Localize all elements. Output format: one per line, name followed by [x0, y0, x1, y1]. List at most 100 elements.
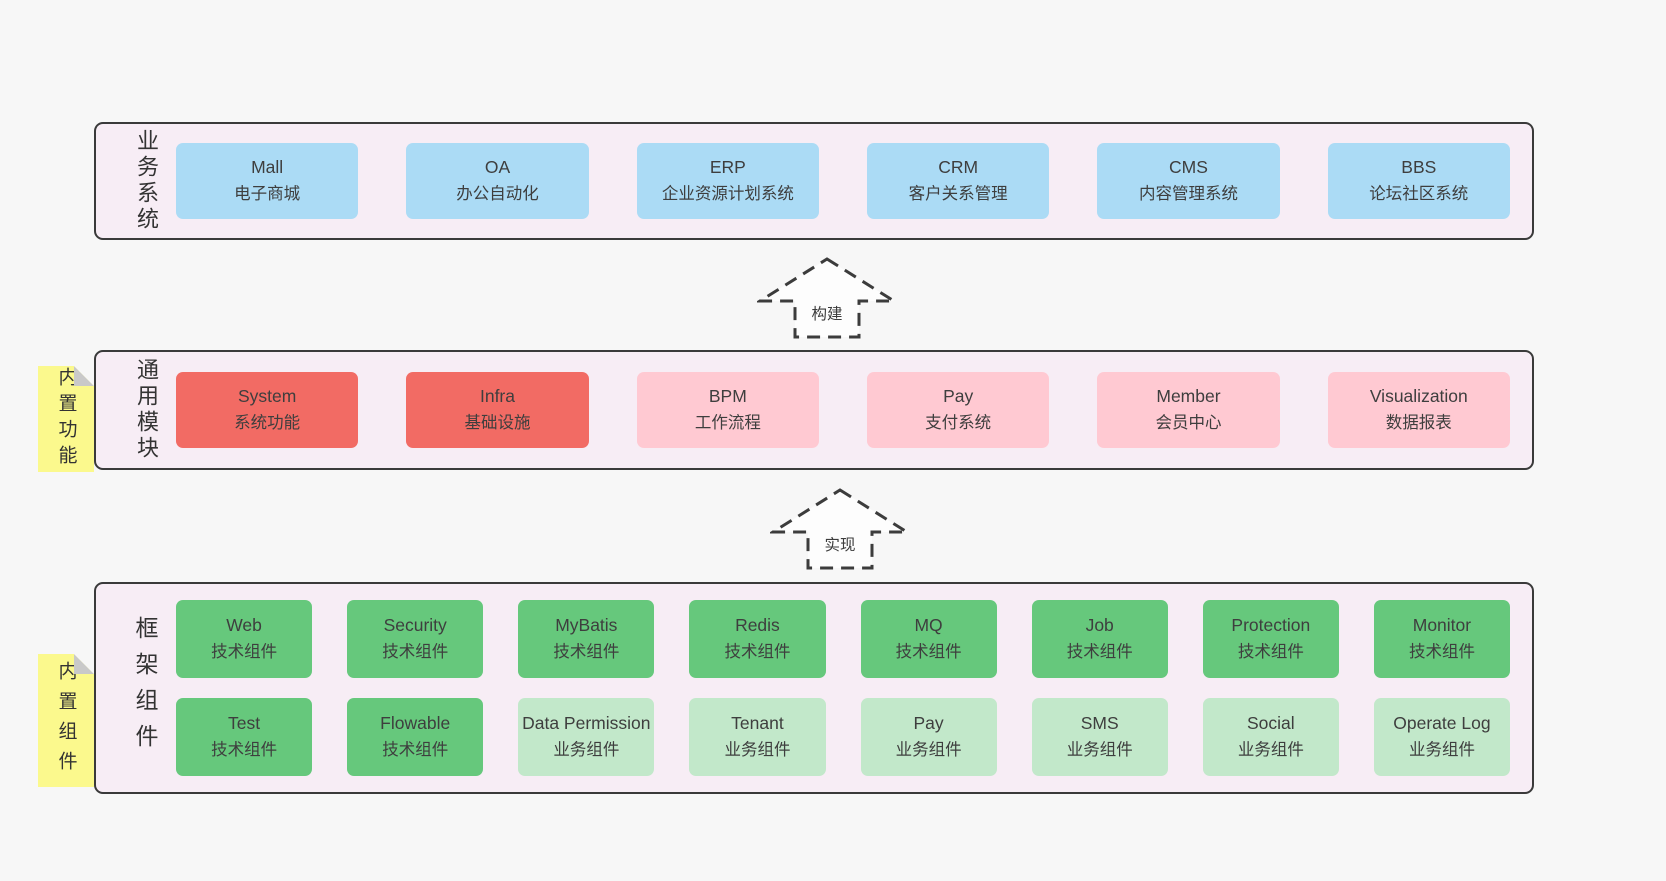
box-redis: Redis 技术组件 [689, 600, 826, 678]
framework-components-row-1: Web 技术组件 Security 技术组件 MyBatis 技术组件 Redi… [176, 600, 1510, 678]
box-erp-title: ERP [709, 156, 746, 177]
box-pay-component-title: Pay [913, 712, 944, 733]
layer-common-modules: 通用模块 System 系统功能 Infra 基础设施 BPM 工作流程 Pay… [94, 350, 1534, 470]
box-mybatis: MyBatis 技术组件 [518, 600, 655, 678]
box-bpm-title: BPM [708, 385, 747, 406]
box-protection: Protection 技术组件 [1202, 600, 1339, 678]
box-web-desc: 技术组件 [211, 643, 278, 662]
box-visualization: Visualization 数据报表 [1327, 372, 1510, 448]
box-tenant-title: Tenant [731, 712, 784, 733]
box-oa: OA 办公自动化 [406, 143, 589, 219]
box-mall: Mall 电子商城 [176, 143, 359, 219]
box-mq-title: MQ [914, 614, 943, 635]
box-sms-desc: 业务组件 [1066, 741, 1133, 760]
box-operate-log-desc: 业务组件 [1408, 741, 1475, 760]
box-crm-desc: 客户关系管理 [908, 185, 1008, 204]
arrow-build: 构建 [757, 256, 897, 340]
box-flowable-title: Flowable [380, 712, 451, 733]
box-pay-component: Pay 业务组件 [860, 698, 997, 776]
box-visualization-title: Visualization [1369, 385, 1468, 406]
box-test-desc: 技术组件 [211, 741, 278, 760]
box-bbs-title: BBS [1401, 156, 1437, 177]
box-data-permission: Data Permission 业务组件 [518, 698, 655, 776]
box-erp: ERP 企业资源计划系统 [636, 143, 819, 219]
layer-framework-components-label: 框架组件 [132, 616, 158, 760]
box-security-desc: 技术组件 [382, 643, 449, 662]
box-job: Job 技术组件 [1031, 600, 1168, 678]
box-monitor-desc: 技术组件 [1408, 643, 1475, 662]
arrow-implement: 实现 [770, 487, 910, 571]
box-infra-desc: 基础设施 [464, 414, 531, 433]
box-protection-title: Protection [1231, 614, 1311, 635]
box-system-title: System [237, 385, 297, 406]
box-redis-desc: 技术组件 [724, 643, 791, 662]
box-cms: CMS 内容管理系统 [1097, 143, 1280, 219]
box-monitor: Monitor 技术组件 [1373, 600, 1510, 678]
common-modules-row: System 系统功能 Infra 基础设施 BPM 工作流程 Pay 支付系统… [176, 372, 1510, 448]
box-sms: SMS 业务组件 [1031, 698, 1168, 776]
box-visualization-desc: 数据报表 [1385, 414, 1452, 433]
box-web: Web 技术组件 [176, 600, 313, 678]
box-crm-title: CRM [938, 156, 979, 177]
box-sms-title: SMS [1080, 712, 1119, 733]
box-social-desc: 业务组件 [1237, 741, 1304, 760]
box-system: System 系统功能 [176, 372, 359, 448]
arrow-build-label: 构建 [807, 302, 847, 324]
box-job-title: Job [1085, 614, 1114, 635]
sticky-note-built-in-features: 内置功能 [38, 366, 94, 472]
box-test-title: Test [228, 712, 261, 733]
layer-business-systems-label: 业务系统 [134, 129, 159, 233]
box-bpm-desc: 工作流程 [694, 414, 761, 433]
box-monitor-title: Monitor [1412, 614, 1472, 635]
box-pay-desc: 支付系统 [925, 414, 992, 433]
box-infra-title: Infra [479, 385, 515, 406]
arrow-implement-label: 实现 [820, 533, 860, 555]
box-redis-title: Redis [735, 614, 780, 635]
layer-common-modules-label: 通用模块 [134, 358, 159, 462]
arrow-up-icon [770, 488, 910, 570]
box-pay-title: Pay [943, 385, 974, 406]
box-protection-desc: 技术组件 [1237, 643, 1304, 662]
note-fold-icon [74, 366, 94, 386]
sticky-note-built-in-components: 内置组件 [38, 654, 94, 787]
box-security: Security 技术组件 [347, 600, 484, 678]
box-member-title: Member [1156, 385, 1221, 406]
box-bpm: BPM 工作流程 [636, 372, 819, 448]
box-mybatis-desc: 技术组件 [553, 643, 620, 662]
box-tenant-desc: 业务组件 [724, 741, 791, 760]
sticky-note-built-in-components-label: 内置组件 [55, 660, 77, 781]
box-oa-title: OA [484, 156, 511, 177]
box-tenant: Tenant 业务组件 [689, 698, 826, 776]
box-crm: CRM 客户关系管理 [866, 143, 1050, 219]
box-web-title: Web [226, 614, 262, 635]
box-operate-log: Operate Log 业务组件 [1373, 698, 1510, 776]
box-cms-desc: 内容管理系统 [1138, 185, 1238, 204]
box-member-desc: 会员中心 [1155, 414, 1222, 433]
box-social: Social 业务组件 [1202, 698, 1339, 776]
layer-framework-components: 框架组件 Web 技术组件 Security 技术组件 MyBatis 技术组件… [94, 582, 1534, 794]
business-systems-row: Mall 电子商城 OA 办公自动化 ERP 企业资源计划系统 CRM 客户关系… [176, 143, 1510, 219]
box-erp-desc: 企业资源计划系统 [661, 185, 794, 204]
box-member: Member 会员中心 [1097, 372, 1280, 448]
layer-business-systems: 业务系统 Mall 电子商城 OA 办公自动化 ERP 企业资源计划系统 CRM… [94, 122, 1534, 240]
framework-components-row-2: Test 技术组件 Flowable 技术组件 Data Permission … [176, 698, 1510, 776]
box-data-permission-desc: 业务组件 [553, 741, 620, 760]
box-infra: Infra 基础设施 [406, 372, 589, 448]
box-cms-title: CMS [1169, 156, 1208, 177]
framework-components-grid: Web 技术组件 Security 技术组件 MyBatis 技术组件 Redi… [176, 600, 1510, 776]
box-flowable-desc: 技术组件 [382, 741, 449, 760]
box-bbs: BBS 论坛社区系统 [1327, 143, 1510, 219]
box-bbs-desc: 论坛社区系统 [1369, 185, 1469, 204]
box-job-desc: 技术组件 [1066, 643, 1133, 662]
box-system-desc: 系统功能 [234, 414, 301, 433]
box-mybatis-title: MyBatis [555, 614, 618, 635]
box-mq: MQ 技术组件 [860, 600, 997, 678]
box-data-permission-title: Data Permission [522, 712, 651, 733]
box-mall-desc: 电子商城 [234, 185, 301, 204]
box-mq-desc: 技术组件 [895, 643, 962, 662]
note-fold-icon [74, 654, 94, 674]
box-security-title: Security [383, 614, 447, 635]
box-mall-title: Mall [251, 156, 284, 177]
arrow-up-icon [757, 257, 897, 339]
